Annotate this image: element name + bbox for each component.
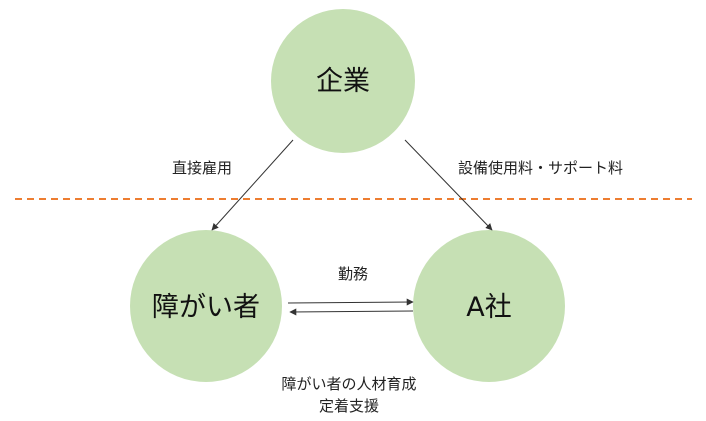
support-arrow <box>289 308 414 316</box>
facility-fees-label: 設備使用料・サポート料 <box>458 159 623 177</box>
disabled-person-node-label: 障がい者 <box>152 292 260 323</box>
support-label-line-2: 定着支援 <box>319 397 379 415</box>
company-node-label: 企業 <box>316 66 370 97</box>
facility-fees-arrow <box>404 139 493 231</box>
company-a-node-label: A社 <box>466 292 511 323</box>
company-a-node <box>413 230 565 382</box>
work-arrow <box>287 298 414 306</box>
disabled-person-node <box>130 230 282 382</box>
company-node <box>271 9 415 153</box>
direct-employment-arrow <box>211 139 294 231</box>
direct-employment-label: 直接雇用 <box>172 159 232 177</box>
support-label-line-1: 障がい者の人材育成 <box>281 375 416 393</box>
work-label: 勤務 <box>338 265 368 283</box>
